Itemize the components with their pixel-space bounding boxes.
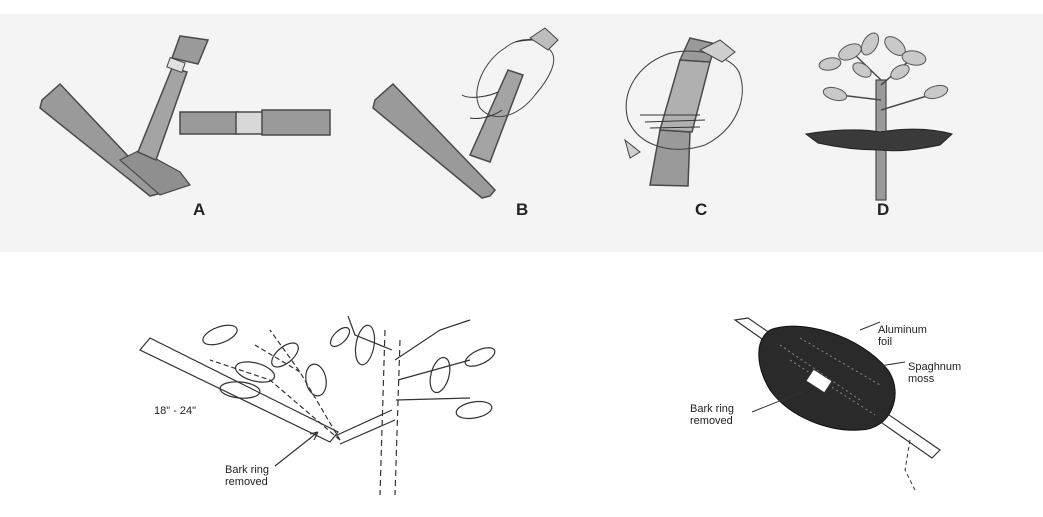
distance-bracket xyxy=(140,338,338,442)
wrap-bark-ring-label-line1: Bark ring xyxy=(690,403,734,415)
distance-label: 18" - 24" xyxy=(154,405,196,417)
panel-d-label: D xyxy=(877,200,889,220)
moss-label-line2: moss xyxy=(908,373,935,385)
wrap-bark-ring-label-line2: removed xyxy=(690,415,733,427)
branch-bark-ring-label-line2: removed xyxy=(225,476,268,488)
branch-leaves xyxy=(200,321,497,421)
panel-c-label: C xyxy=(695,200,707,220)
panel-a-stem-top xyxy=(172,36,208,64)
bark-ring-arrow xyxy=(275,432,318,466)
foil-label-line1: Aluminum xyxy=(878,324,927,336)
panel-d-roots xyxy=(806,129,952,151)
air-layer-wrap-diagram xyxy=(735,318,940,490)
panel-a-scion xyxy=(180,110,330,135)
panel-d-rooted-plant xyxy=(806,30,952,200)
layering-branch xyxy=(335,410,395,444)
panel-b-wrapped-branch xyxy=(373,28,558,198)
branch-bark-ring-label-line1: Bark ring xyxy=(225,464,269,476)
main-trunk xyxy=(380,330,400,495)
panel-a-label: A xyxy=(193,200,205,220)
panel-c-tied-wrap xyxy=(625,38,742,186)
panel-a-stock-and-scion xyxy=(40,36,330,196)
foil-label-line2: foil xyxy=(878,336,892,348)
panel-b-label: B xyxy=(516,200,528,220)
moss-label-line1: Spaghnum xyxy=(908,361,961,373)
